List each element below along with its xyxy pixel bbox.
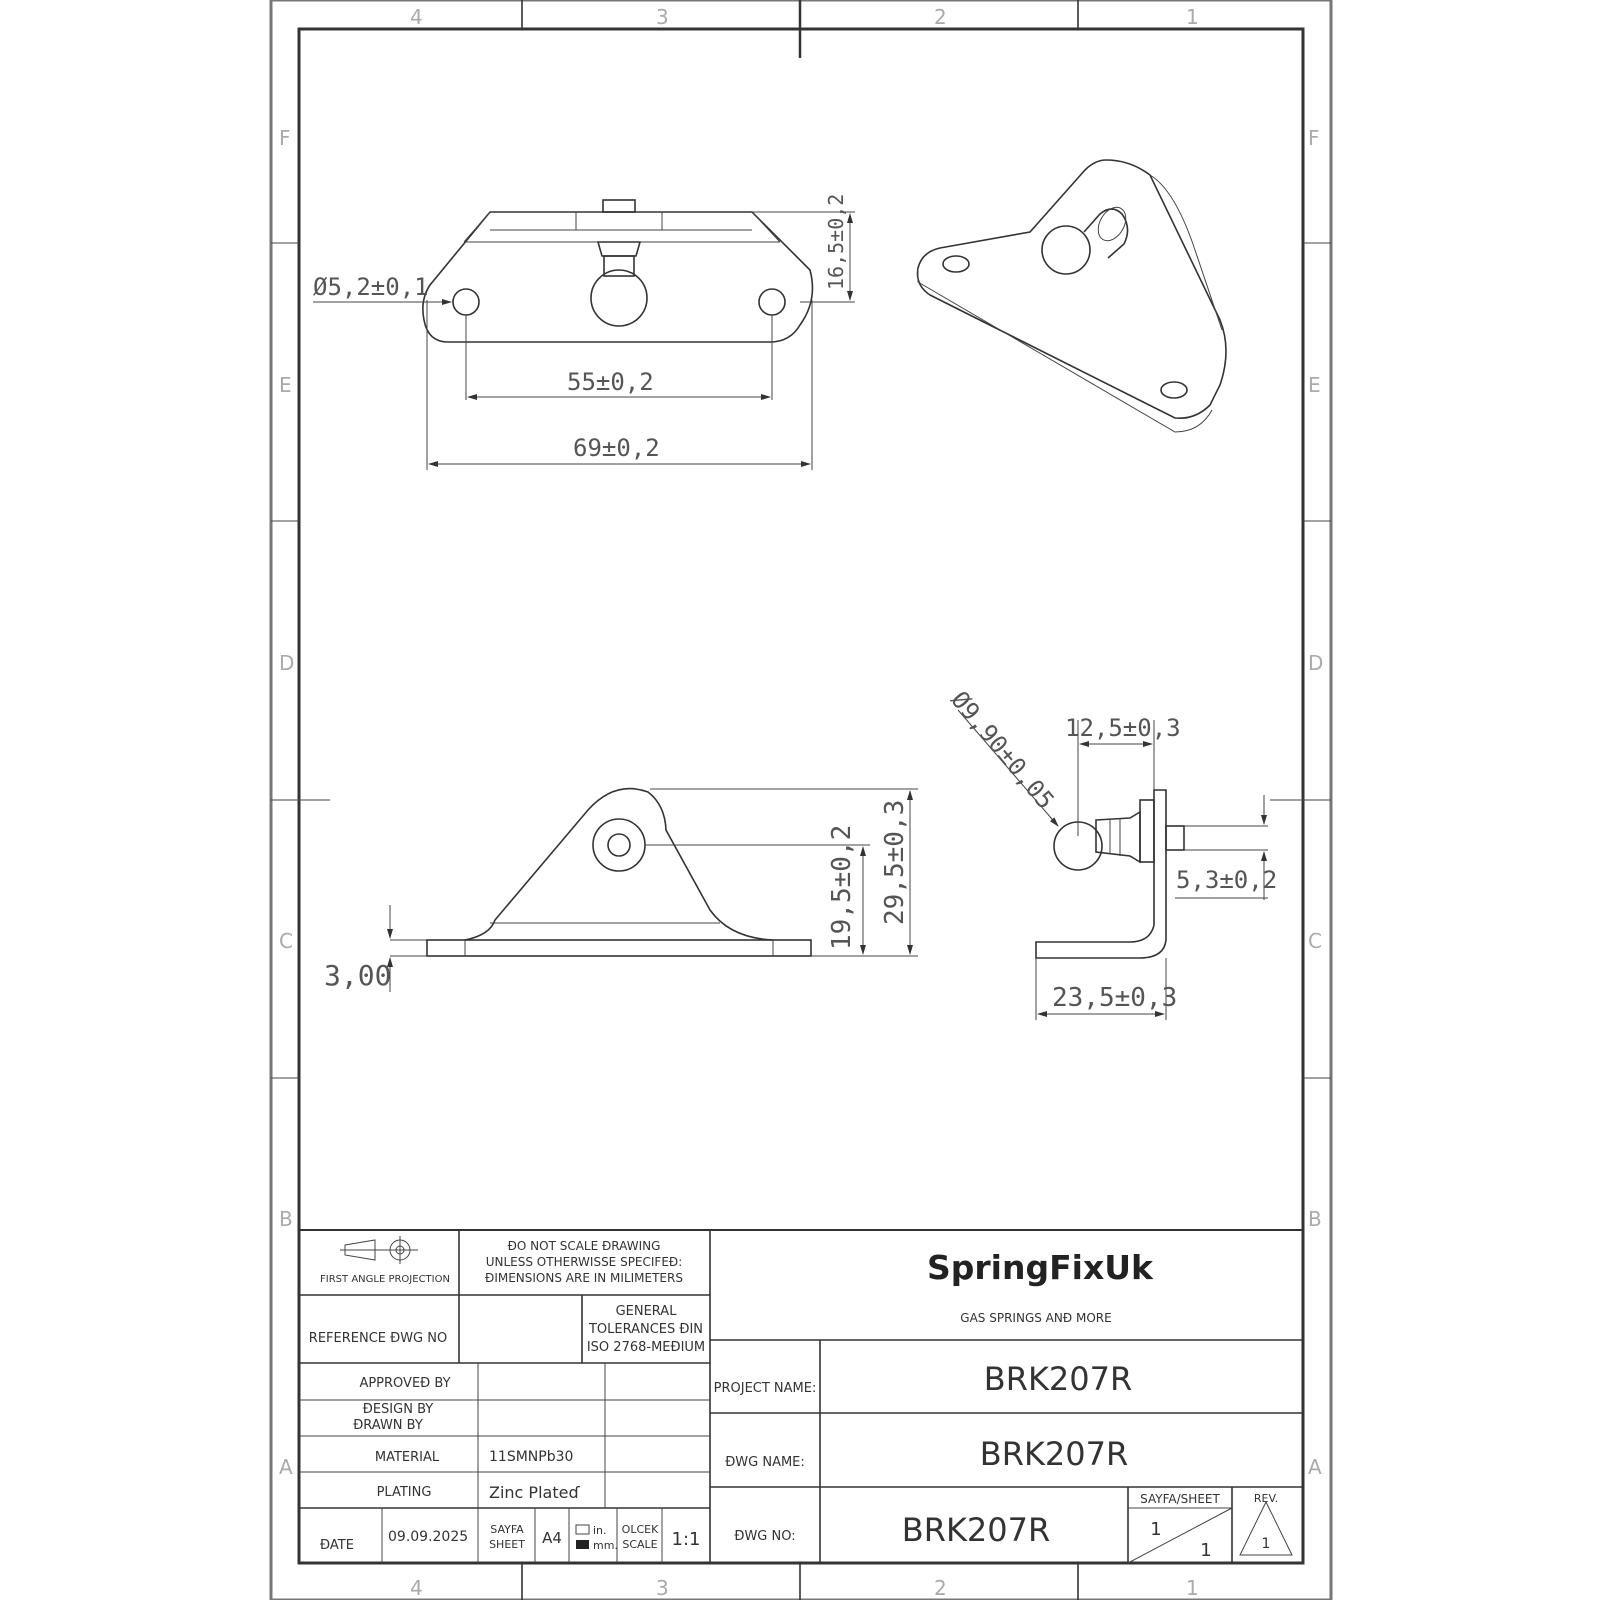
dim-base-width: 23,5±0,3 [1052, 983, 1177, 1013]
company-tagline: GAS SPRINGS ANÐ MORE [960, 1311, 1111, 1325]
design-by-label: ÐESIGN BY [363, 1402, 434, 1417]
approved-by-label: APPROVEÐ BY [359, 1376, 450, 1391]
zone-row-label: A [1308, 1455, 1322, 1479]
front-view: 3,00 19,5±0,2 29,5±0,3 [324, 787, 918, 992]
sheet-count-label: SAYFA/SHEET [1140, 1492, 1220, 1506]
zone-row-label: A [279, 1455, 293, 1479]
zone-row-label: B [279, 1207, 293, 1231]
projection-label: FIRST ANGLE PROJECTION [320, 1274, 450, 1285]
note-line-1: ÐO NOT SCALE ÐRAWING [508, 1239, 661, 1253]
dim-thickness: 3,00 [324, 959, 391, 992]
dim-ball-height: 19,5±0,2 [827, 825, 857, 950]
date-value: 09.09.2025 [388, 1529, 468, 1545]
zone-row-label: E [279, 373, 292, 397]
unit-mm-label: mm. [593, 1539, 618, 1552]
dim-total-height: 29,5±0,3 [880, 800, 910, 925]
sheet-total: 1 [1200, 1540, 1211, 1561]
dwg-no-value: BRK207R [902, 1511, 1050, 1549]
dim-ball-diameter: Ø9,90±0,05 [945, 686, 1059, 815]
drawing-frame [269, 0, 1333, 1600]
zone-row-label: C [279, 929, 293, 953]
note-line-2: UNLESS OTHERWISSE SPECIFEÐ: [486, 1255, 683, 1269]
tolerances-line-2: TOLERANCES ÐIN [588, 1322, 703, 1337]
sheet-size-value: A4 [542, 1529, 562, 1547]
tolerances-line-3: ISO 2768-MEÐIUM [587, 1340, 705, 1355]
reference-dwg-label: REFERENCE ÐWG NO [309, 1331, 447, 1346]
scale-value: 1:1 [672, 1529, 701, 1550]
zone-row-label: D [1308, 651, 1323, 675]
projection-icon [340, 1236, 418, 1264]
dim-stud-offset: 12,5±0,3 [1065, 714, 1181, 742]
side-view: Ø9,90±0,05 12,5±0,3 5,3±0,2 23,5±0,3 [945, 686, 1277, 1020]
plating-value: Zinc Plateɗ [489, 1483, 580, 1502]
scale-label: SCALE [622, 1538, 657, 1551]
zone-row-label: F [279, 126, 291, 150]
title-block [298, 1229, 1304, 1564]
drawn-by-label: ÐRAWN BY [353, 1418, 423, 1433]
zone-row-label: C [1308, 929, 1322, 953]
zone-col-label: 1 [1186, 1576, 1199, 1600]
isometric-view [916, 159, 1227, 433]
zone-col-label: 4 [410, 5, 423, 29]
material-value: 11SMNPb30 [489, 1449, 573, 1465]
company-name: SpringFixUk [927, 1248, 1154, 1287]
scale-label: OLCEK [622, 1523, 659, 1536]
revision-value: 1 [1262, 1536, 1271, 1552]
zone-row-label: F [1308, 126, 1320, 150]
dwg-name-label: ÐWG NAME: [725, 1455, 805, 1470]
dim-stud-diameter: 5,3±0,2 [1176, 866, 1277, 894]
sheet-size-label: SAYFA [490, 1523, 524, 1536]
sheet-current: 1 [1150, 1519, 1161, 1540]
sheet-size-label: SHEET [489, 1538, 525, 1551]
project-name-value: BRK207R [984, 1360, 1132, 1398]
zone-col-label: 3 [656, 5, 669, 29]
dim-hole-spacing: 55±0,2 [567, 368, 654, 396]
zone-col-label: 4 [410, 1576, 423, 1600]
dim-top-height: 16,5±0,2 [824, 194, 848, 290]
date-label: ÐATE [320, 1538, 354, 1553]
zone-col-label: 2 [934, 5, 947, 29]
dim-overall-length: 69±0,2 [573, 434, 660, 462]
zone-labels: 4 3 2 1 4 3 2 1 F E D C B A F E D C B A [279, 5, 1323, 1600]
project-name-label: PROJECT NAME: [714, 1381, 817, 1396]
dim-hole-diameter: Ø5,2±0,1 [313, 273, 429, 301]
top-view: Ø5,2±0,1 55±0,2 69±0,2 16,5±0,2 [313, 194, 855, 470]
note-line-3: ÐIMENSIONS ARE IN MILIMETERS [485, 1271, 683, 1285]
revision-label: REV. [1254, 1492, 1278, 1505]
tolerances-line-1: GENERAL [616, 1304, 678, 1319]
dwg-name-value: BRK207R [980, 1435, 1128, 1473]
unit-in-checkbox [575, 1524, 590, 1535]
zone-col-label: 1 [1186, 5, 1199, 29]
zone-row-label: E [1308, 373, 1321, 397]
zone-row-label: D [279, 651, 294, 675]
zone-row-label: B [1308, 1207, 1322, 1231]
material-label: MATERIAL [375, 1450, 440, 1465]
plating-label: PLATING [377, 1485, 432, 1500]
unit-in-label: in. [593, 1524, 607, 1537]
unit-mm-checkbox [576, 1540, 589, 1549]
zone-col-label: 2 [934, 1576, 947, 1600]
dwg-no-label: ÐWG NO: [734, 1529, 795, 1544]
zone-col-label: 3 [656, 1576, 669, 1600]
